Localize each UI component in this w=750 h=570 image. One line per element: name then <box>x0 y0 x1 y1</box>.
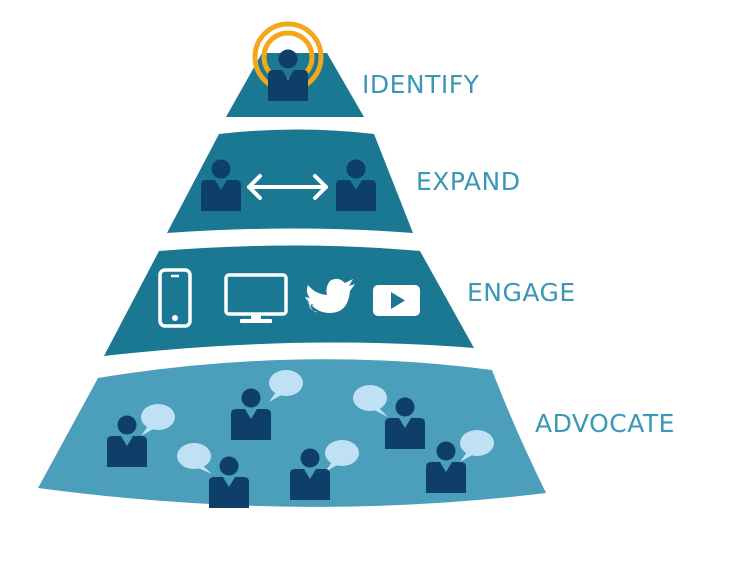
person-speech-bubble-icon <box>231 370 303 440</box>
tier-label-expand: EXPAND <box>416 167 521 196</box>
person-speech-bubble-icon <box>177 443 249 508</box>
person-speech-bubble-icon <box>426 430 494 493</box>
tier-identify <box>226 21 364 117</box>
video-play-icon <box>373 285 420 316</box>
twitter-bird-icon <box>305 278 355 313</box>
tier-expand <box>167 129 413 233</box>
tier-engage <box>104 245 474 356</box>
tier-advocate <box>38 359 546 508</box>
person-speech-bubble-icon <box>353 385 425 449</box>
double-arrow-icon <box>247 174 328 200</box>
tier-label-engage: ENGAGE <box>467 278 576 307</box>
tier-label-advocate: ADVOCATE <box>535 409 675 438</box>
person-speech-bubble-icon <box>107 404 175 467</box>
spotlight-person-icon <box>252 21 324 101</box>
smartphone-icon <box>158 268 192 328</box>
tier-label-identify: IDENTIFY <box>362 70 480 99</box>
person-speech-bubble-icon <box>290 440 359 500</box>
monitor-icon <box>224 273 288 323</box>
